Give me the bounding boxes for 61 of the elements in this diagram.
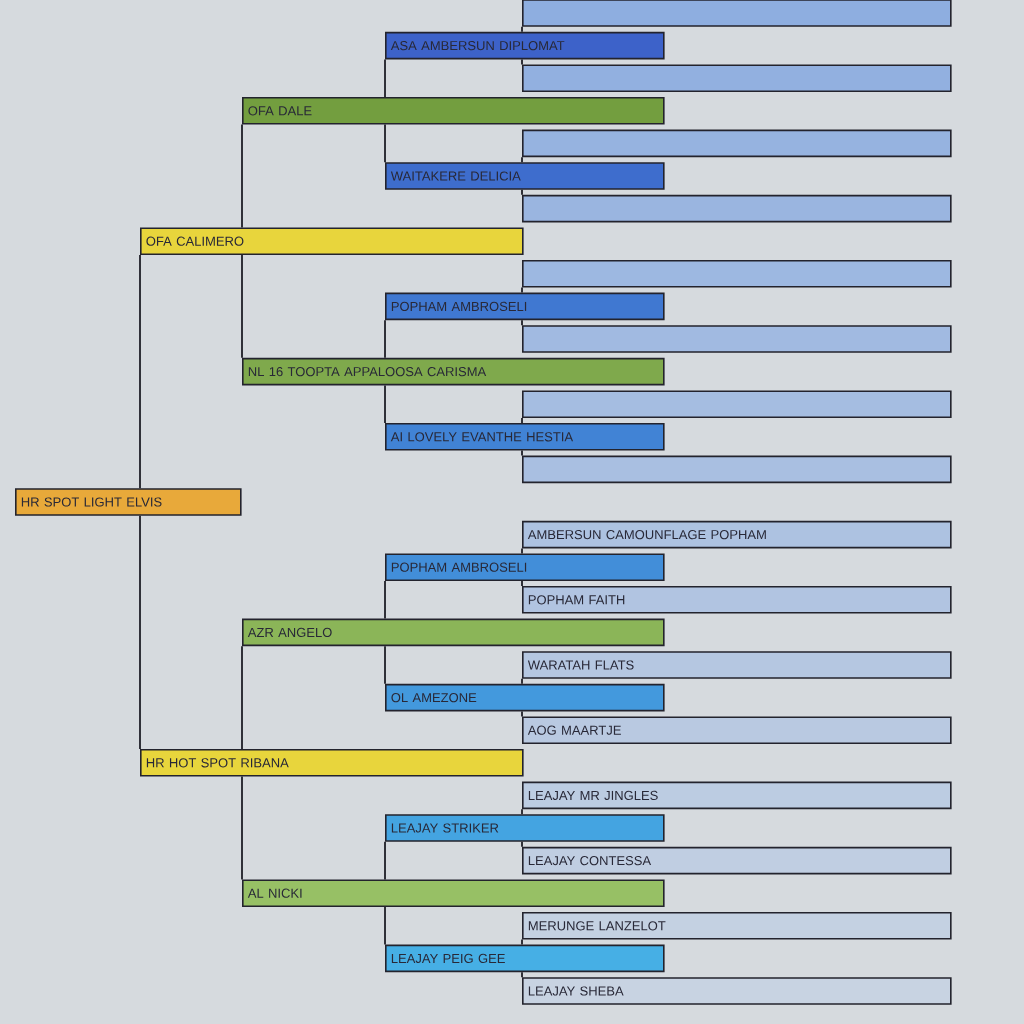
connector-line (384, 580, 386, 620)
pedigree-box: AL NICKI (242, 879, 665, 907)
connector-line (521, 156, 523, 164)
connector-line (384, 384, 386, 424)
pedigree-box: OL AMEZONE (385, 683, 665, 712)
connector-line (521, 710, 523, 718)
connector-line (241, 254, 243, 359)
connector-line (384, 58, 386, 98)
pedigree-box: OFA CALIMERO (140, 227, 524, 255)
pedigree-box: HR HOT SPOT RIBANA (140, 749, 524, 777)
connector-line (521, 25, 523, 33)
empty-bar (522, 260, 952, 288)
connector-line (521, 286, 523, 294)
pedigree-box: POPHAM AMBROSELI (385, 553, 665, 581)
connector-line (521, 840, 523, 848)
pedigree-box: AI LOVELY EVANTHE HESTIA (385, 423, 665, 451)
empty-bar (522, 455, 952, 484)
pedigree-box: HR SPOT LIGHT ELVIS (15, 488, 242, 516)
pedigree-box: LEAJAY PEIG GEE (385, 944, 665, 973)
empty-bar (522, 325, 952, 353)
empty-bar (522, 194, 952, 223)
connector-line (384, 123, 386, 164)
pedigree-box: AMBERSUN CAMOUNFLAGE POPHAM (522, 520, 952, 549)
empty-bar (522, 64, 952, 92)
connector-line (384, 906, 386, 946)
pedigree-box: LEAJAY STRIKER (385, 814, 665, 842)
empty-bar (522, 0, 952, 27)
pedigree-box: AOG MAARTJE (522, 716, 952, 744)
pedigree-box: NL 16 TOOPTA APPALOOSA CARISMA (242, 357, 665, 386)
connector-line (521, 547, 523, 555)
connector-line (521, 449, 523, 457)
connector-line (521, 938, 523, 946)
connector-line (241, 775, 243, 881)
connector-line (139, 254, 141, 490)
connector-line (521, 417, 523, 424)
pedigree-box: LEAJAY SHEBA (522, 977, 952, 1005)
connector-line (384, 645, 386, 685)
pedigree-box: ASA AMBERSUN DIPLOMAT (385, 31, 665, 60)
pedigree-box: OFA DALE (242, 97, 665, 125)
pedigree-box: WARATAH FLATS (522, 651, 952, 679)
connector-line (521, 971, 523, 979)
connector-line (521, 677, 523, 685)
pedigree-box: AZR ANGELO (242, 618, 665, 647)
empty-bar (522, 129, 952, 158)
connector-line (241, 123, 243, 229)
pedigree-box: POPHAM AMBROSELI (385, 292, 665, 321)
empty-bar (522, 390, 952, 418)
pedigree-box: MERUNGE LANZELOT (522, 912, 952, 940)
connector-line (521, 188, 523, 196)
pedigree-box: LEAJAY CONTESSA (522, 846, 952, 875)
connector-line (521, 58, 523, 66)
connector-line (521, 319, 523, 327)
connector-line (139, 514, 141, 750)
connector-line (521, 580, 523, 587)
pedigree-box: POPHAM FAITH (522, 586, 952, 614)
connector-line (384, 840, 386, 881)
pedigree-box: LEAJAY MR JINGLES (522, 781, 952, 810)
connector-line (241, 645, 243, 750)
connector-line (384, 319, 386, 359)
connector-line (521, 808, 523, 816)
pedigree-box: WAITAKERE DELICIA (385, 162, 665, 190)
